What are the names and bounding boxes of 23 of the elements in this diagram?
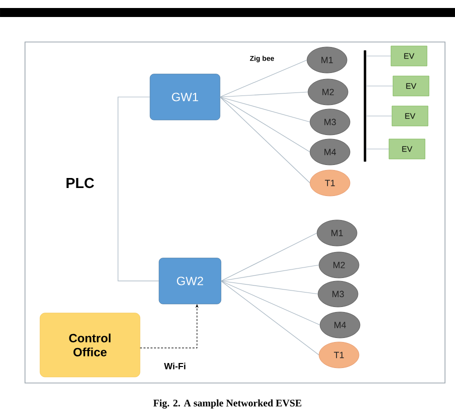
control-office-box: Control Office (40, 312, 140, 378)
ev-box: EV (392, 106, 428, 126)
connector-line (220, 96, 310, 122)
connector-line (220, 96, 310, 152)
connector-line (220, 280, 320, 326)
connector-line (220, 92, 308, 98)
connector-line (118, 96, 160, 282)
edge-label: Wi-Fi (163, 362, 187, 370)
gateway-box: GW2 (158, 258, 222, 304)
gateway-box: GW1 (150, 74, 220, 120)
connector-line (220, 232, 318, 282)
connector-line (220, 280, 318, 294)
connector-line (220, 264, 320, 282)
edge-label: PLC (64, 176, 96, 190)
connector-line (220, 96, 310, 184)
connector-line (220, 60, 308, 98)
ev-box: EV (390, 46, 428, 66)
connector-line (366, 148, 390, 150)
ev-box: EV (388, 138, 426, 160)
bus-bar (364, 50, 366, 162)
ev-box: EV (392, 76, 430, 96)
caption: Fig. 2. A sample Networked EVSE (153, 399, 302, 409)
connector-line (220, 280, 320, 356)
